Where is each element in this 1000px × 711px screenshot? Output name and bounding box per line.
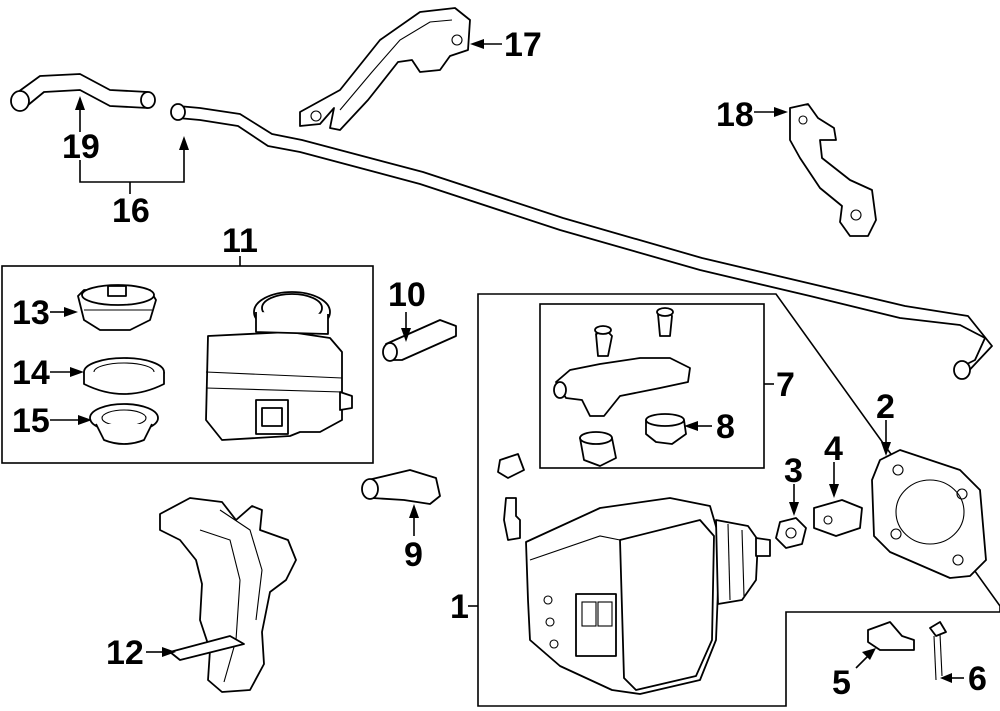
cap-seal [83, 357, 165, 395]
callout-19: 19 [62, 128, 100, 166]
booster-assembly-box [477, 293, 1000, 707]
reservoir-cap [77, 284, 157, 331]
valve-seal [579, 413, 687, 467]
strainer [89, 403, 159, 445]
hose-9 [361, 469, 441, 505]
callout-1: 1 [450, 588, 469, 626]
callout-2: 2 [876, 388, 895, 426]
callout-4: 4 [824, 430, 843, 468]
brake-pipe [170, 103, 993, 380]
valve-body [553, 307, 691, 417]
bracket-12 [159, 497, 297, 693]
callout-18: 18 [716, 96, 754, 134]
callout-7: 7 [776, 366, 795, 404]
leader-lines [50, 39, 964, 683]
callout-15: 15 [12, 402, 50, 440]
clip-4 [813, 499, 863, 537]
callout-10: 10 [388, 276, 426, 314]
clip-6 [929, 621, 947, 681]
callout-17: 17 [504, 26, 542, 64]
reservoir-group-box [1, 265, 374, 464]
vacuum-hose [10, 73, 156, 112]
callout-16: 16 [112, 192, 150, 230]
callout-6: 6 [968, 660, 987, 698]
hose-10 [382, 319, 457, 362]
reservoir-tank [205, 291, 353, 441]
pin [867, 621, 915, 651]
callout-8: 8 [716, 408, 735, 446]
callout-14: 14 [12, 354, 50, 392]
callout-5: 5 [832, 664, 851, 702]
callout-9: 9 [404, 536, 423, 574]
bracket-17 [299, 7, 471, 131]
bracket-18 [789, 103, 877, 237]
fitting [497, 453, 525, 541]
nut [775, 517, 807, 549]
callout-3: 3 [784, 452, 803, 490]
gasket [871, 449, 987, 579]
callout-labels: 1 2 3 4 5 6 7 8 9 10 11 12 13 14 15 16 1… [12, 26, 987, 702]
callout-12: 12 [106, 634, 144, 672]
valve-group-box [539, 303, 765, 469]
callout-11: 11 [222, 222, 258, 260]
callout-13: 13 [12, 294, 50, 332]
brake-booster-unit [525, 497, 771, 695]
